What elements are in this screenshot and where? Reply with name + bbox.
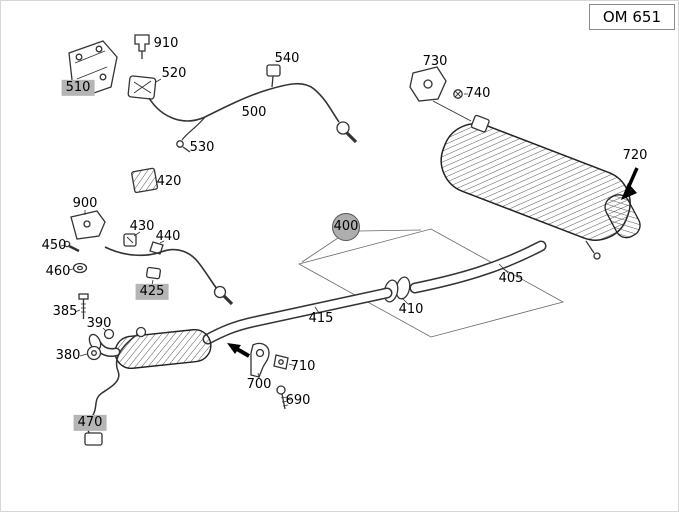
- part-label-520[interactable]: 520: [161, 65, 187, 81]
- part-label-410[interactable]: 410: [398, 301, 424, 317]
- part-label-530[interactable]: 530: [189, 139, 215, 155]
- part-label-500[interactable]: 500: [241, 104, 267, 120]
- part-label-400[interactable]: 400: [332, 213, 360, 241]
- arrow-720: [621, 167, 639, 200]
- arrow-700: [227, 343, 251, 358]
- clamp-910: [134, 34, 150, 59]
- part-label-405[interactable]: 405: [498, 270, 524, 286]
- part-label-430[interactable]: 430: [129, 218, 155, 234]
- part-label-450[interactable]: 450: [41, 237, 67, 253]
- sensor-module-520: [127, 75, 162, 100]
- hanger-bracket-700: [250, 342, 270, 379]
- part-label-470[interactable]: 470: [73, 414, 107, 432]
- oxygen-sensor-upper: [336, 121, 358, 144]
- catalytic-converter: [88, 328, 212, 370]
- engine-code-label: OM 651: [602, 8, 661, 26]
- part-label-510[interactable]: 510: [61, 79, 95, 97]
- cable-clip-530: [176, 140, 191, 153]
- bracket-900: [70, 210, 106, 240]
- clip-425: [145, 266, 162, 286]
- oxygen-sensor-lower: [213, 285, 234, 306]
- part-label-910[interactable]: 910: [153, 35, 179, 51]
- clip-440: [149, 240, 165, 255]
- part-label-730[interactable]: 730: [422, 53, 448, 69]
- clip-430: [123, 231, 141, 247]
- part-label-390[interactable]: 390: [86, 315, 112, 331]
- front-pipe-405: [409, 240, 547, 294]
- engine-code-box: OM 651: [588, 4, 675, 30]
- grommet-460: [68, 262, 88, 274]
- part-label-700[interactable]: 700: [246, 376, 272, 392]
- oxygen-sensor-cable-lower: [104, 246, 218, 290]
- part-label-690[interactable]: 690: [285, 392, 311, 408]
- muffler: [432, 100, 631, 260]
- part-label-710[interactable]: 710: [290, 358, 316, 374]
- bolt-740: [453, 89, 468, 99]
- part-label-415[interactable]: 415: [308, 310, 334, 326]
- bracket-710: [273, 354, 297, 370]
- part-label-380[interactable]: 380: [55, 347, 81, 363]
- part-label-720[interactable]: 720: [622, 147, 648, 163]
- screw-450: [60, 240, 80, 253]
- bolt-385: [74, 293, 89, 319]
- group-400-outline: [297, 228, 565, 338]
- part-label-425[interactable]: 425: [135, 283, 169, 301]
- part-label-385[interactable]: 385: [52, 303, 78, 319]
- bolt-690: [276, 385, 292, 410]
- part-label-440[interactable]: 440: [155, 228, 181, 244]
- flange-380: [79, 345, 102, 361]
- part-label-740[interactable]: 740: [465, 85, 491, 101]
- oxygen-sensor-cable-500: [148, 82, 340, 123]
- part-label-900[interactable]: 900: [72, 195, 98, 211]
- bracket-420: [131, 167, 159, 194]
- exhaust-tip-720: [604, 194, 641, 239]
- hanger-bracket-730: [409, 66, 447, 102]
- part-label-460[interactable]: 460: [45, 263, 71, 279]
- part-label-540[interactable]: 540: [274, 50, 300, 66]
- part-label-420[interactable]: 420: [156, 173, 182, 189]
- ring-390: [102, 327, 115, 340]
- cable-clip-540: [266, 64, 281, 88]
- center-pipe-415: [202, 287, 393, 345]
